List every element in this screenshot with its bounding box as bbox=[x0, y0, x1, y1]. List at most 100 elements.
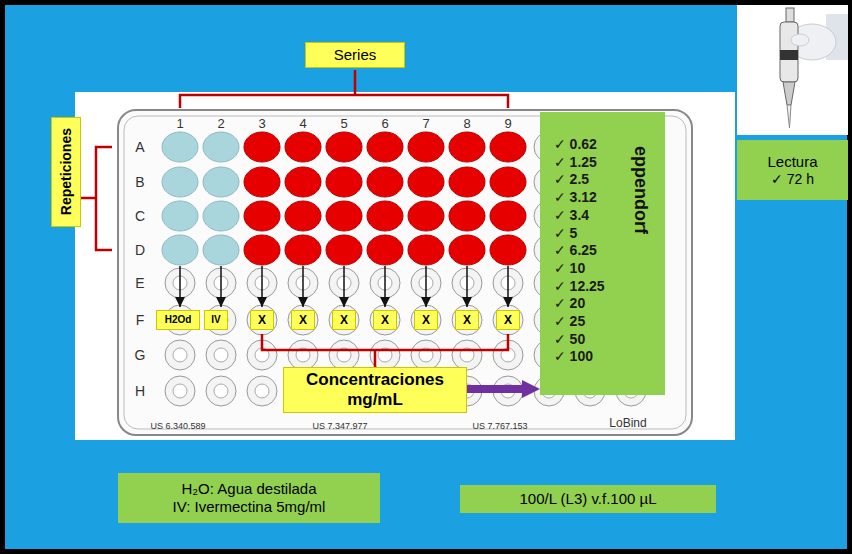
plate-marking: US 7.767.153 bbox=[472, 421, 527, 431]
empty-well bbox=[288, 340, 318, 370]
well bbox=[449, 201, 485, 231]
concentration-list: ✓ 0.62✓ 1.25✓ 2.5✓ 3.12✓ 3.4✓ 5✓ 6.25✓ 1… bbox=[540, 112, 665, 395]
well bbox=[203, 132, 239, 162]
well bbox=[490, 132, 526, 162]
down-arrow bbox=[179, 266, 181, 307]
well bbox=[367, 167, 403, 197]
down-arrow bbox=[343, 266, 345, 307]
down-arrow bbox=[466, 266, 468, 307]
column-number: 3 bbox=[258, 116, 265, 131]
concentration-value: ✓ 12.25 bbox=[554, 278, 605, 296]
node-text: H2Od bbox=[165, 314, 192, 326]
empty-well bbox=[370, 305, 400, 335]
sample-label: X bbox=[250, 310, 274, 330]
filled-well bbox=[449, 201, 485, 231]
node-text: X bbox=[463, 313, 471, 327]
node-text: H₂O: Agua destilada bbox=[181, 480, 316, 498]
filled-well bbox=[285, 235, 321, 265]
well bbox=[206, 376, 236, 406]
filled-well bbox=[162, 235, 198, 265]
concentration-value: ✓ 50 bbox=[554, 331, 585, 349]
filled-well bbox=[203, 132, 239, 162]
arrow-connector bbox=[467, 385, 522, 393]
filled-well bbox=[408, 132, 444, 162]
filled-well bbox=[244, 235, 280, 265]
column-number: 2 bbox=[217, 116, 224, 131]
concentration-box: Concentraciones mg/mL bbox=[283, 367, 467, 414]
filled-well bbox=[244, 201, 280, 231]
row-letter: B bbox=[135, 174, 144, 190]
filled-well bbox=[326, 167, 362, 197]
well bbox=[408, 235, 444, 265]
filled-well bbox=[285, 201, 321, 231]
well bbox=[165, 376, 195, 406]
down-arrow bbox=[302, 266, 304, 307]
well bbox=[449, 167, 485, 197]
well bbox=[490, 235, 526, 265]
pipette-shaft bbox=[783, 82, 795, 105]
sample-label: X bbox=[332, 310, 356, 330]
column-number: 7 bbox=[422, 116, 429, 131]
sample-label: X bbox=[373, 310, 397, 330]
white-panel bbox=[75, 92, 735, 440]
row-letter: C bbox=[135, 208, 145, 224]
pipette-band bbox=[780, 50, 798, 60]
well bbox=[203, 201, 239, 231]
well bbox=[329, 340, 359, 370]
filled-well bbox=[490, 201, 526, 231]
plate-marking: US 7.347.977 bbox=[312, 421, 367, 431]
concentration-value: ✓ 100 bbox=[554, 348, 593, 366]
empty-well bbox=[288, 305, 318, 335]
pipette-body bbox=[780, 22, 798, 82]
well bbox=[490, 201, 526, 231]
pipette-icon bbox=[780, 8, 848, 128]
node-text: ✓ 72 h bbox=[771, 171, 814, 188]
concentration-value: ✓ 0.62 bbox=[554, 136, 597, 154]
filled-well bbox=[367, 167, 403, 197]
row-letter: H bbox=[135, 383, 145, 399]
empty-well bbox=[411, 305, 441, 335]
well bbox=[165, 340, 195, 370]
sample-label: X bbox=[455, 310, 479, 330]
filled-well bbox=[244, 132, 280, 162]
filled-well bbox=[203, 167, 239, 197]
well-bottom bbox=[214, 348, 228, 362]
well bbox=[367, 132, 403, 162]
plate-marking: LoBind bbox=[609, 416, 646, 430]
node-text: Lectura bbox=[767, 153, 817, 171]
series-bracket bbox=[180, 70, 508, 108]
well bbox=[326, 167, 362, 197]
node-text: Repeticiones bbox=[58, 128, 75, 215]
filled-well bbox=[244, 167, 280, 197]
well bbox=[288, 340, 318, 370]
filled-well bbox=[449, 235, 485, 265]
node-text: X bbox=[299, 313, 307, 327]
filled-well bbox=[449, 132, 485, 162]
well bbox=[408, 167, 444, 197]
well bbox=[244, 167, 280, 197]
node-text: X bbox=[422, 313, 430, 327]
concentration-value: ✓ 6.25 bbox=[554, 242, 597, 260]
row-letter: A bbox=[135, 139, 144, 155]
well bbox=[203, 167, 239, 197]
row-letter: D bbox=[135, 242, 145, 258]
node-text: X bbox=[258, 313, 266, 327]
empty-well bbox=[452, 340, 482, 370]
sample-label: X bbox=[496, 310, 520, 330]
node-text: IV bbox=[211, 314, 220, 326]
pipette-tip bbox=[787, 105, 791, 128]
well bbox=[326, 132, 362, 162]
down-arrow bbox=[507, 266, 509, 307]
concentration-value: ✓ 2.5 bbox=[554, 171, 589, 189]
node-text: IV: Ivermectina 5mg/ml bbox=[173, 498, 326, 516]
row-letter: E bbox=[135, 275, 144, 291]
empty-well bbox=[247, 376, 277, 406]
filled-well bbox=[326, 132, 362, 162]
filled-well bbox=[326, 201, 362, 231]
node-text: X bbox=[381, 313, 389, 327]
well-bottom bbox=[214, 384, 228, 398]
well bbox=[247, 376, 277, 406]
well bbox=[449, 132, 485, 162]
